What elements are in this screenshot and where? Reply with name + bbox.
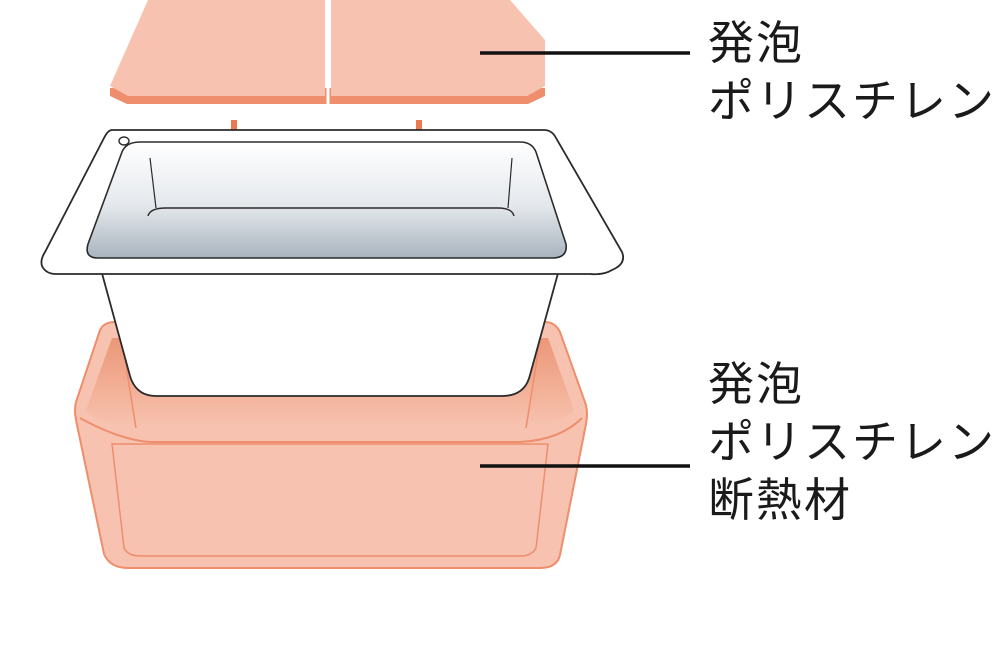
insulation-material-label: 発泡 ポリスチレン 断熱材 [708, 355, 996, 529]
tub-basin [87, 142, 566, 258]
insulation-label-line-2: ポリスチレン [708, 413, 996, 471]
tub-body [100, 266, 560, 396]
lid-label-line-2: ポリスチレン [708, 72, 996, 130]
foam-lid [110, 0, 545, 104]
lid-panel-right [331, 0, 545, 96]
lid-panel-left [110, 0, 325, 96]
insulation-label-line-1: 発泡 [708, 355, 996, 413]
bathtub [41, 130, 623, 396]
insulation-label-line-3: 断熱材 [708, 471, 996, 529]
lid-material-label: 発泡 ポリスチレン [708, 14, 996, 130]
lid-label-line-1: 発泡 [708, 14, 996, 72]
